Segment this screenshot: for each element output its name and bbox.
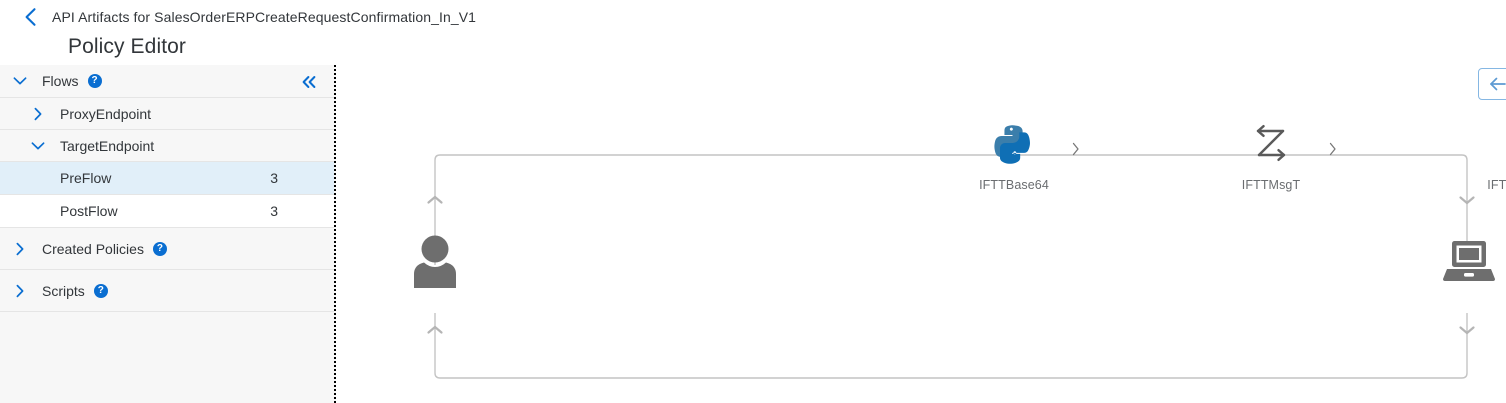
flow-node-label: IFTTCalloutT... bbox=[1487, 178, 1506, 192]
page-title-bar: Policy Editor bbox=[0, 33, 1506, 65]
flows-sidebar: Flows ? ProxyEndpoint bbox=[0, 65, 336, 403]
sidebar-item-label: TargetEndpoint bbox=[60, 137, 155, 154]
sidebar-item-preflow[interactable]: PreFlow 3 bbox=[0, 162, 334, 195]
person-icon bbox=[410, 235, 460, 294]
flow-node-iftt-callout[interactable]: IFTTCalloutT... bbox=[1469, 123, 1506, 192]
sidebar-item-scripts[interactable]: Scripts ? bbox=[0, 270, 334, 312]
chevron-down-icon[interactable] bbox=[12, 73, 28, 89]
help-icon[interactable]: ? bbox=[87, 74, 102, 88]
flow-direction-up-bottom bbox=[426, 323, 444, 341]
sidebar-item-created-policies[interactable]: Created Policies ? bbox=[0, 228, 334, 270]
sidebar-item-postflow[interactable]: PostFlow 3 bbox=[0, 195, 334, 228]
chevron-right-icon[interactable] bbox=[12, 241, 28, 257]
chevron-down-icon[interactable] bbox=[30, 138, 46, 154]
chevron-left-icon bbox=[24, 7, 37, 27]
sidebar-item-proxyendpoint[interactable]: ProxyEndpoint bbox=[0, 98, 334, 130]
sidebar-item-label: PostFlow bbox=[60, 203, 118, 219]
back-navigation-button[interactable] bbox=[12, 1, 48, 33]
flow-node-ifttbase64[interactable]: IFTTBase64 bbox=[954, 123, 1079, 192]
laptop-icon bbox=[1442, 241, 1496, 290]
flow-node-label: IFTTBase64 bbox=[979, 178, 1049, 192]
flow-direction-down-top bbox=[1458, 193, 1476, 211]
sidebar-item-count: 3 bbox=[270, 170, 278, 186]
flow-step-arrow-icon bbox=[1327, 141, 1339, 157]
breadcrumb-bar: API Artifacts for SalesOrderERPCreateReq… bbox=[0, 0, 1506, 34]
page-title: Policy Editor bbox=[68, 35, 187, 58]
flow-node-ifttmsgt[interactable]: IFTTMsgT bbox=[1211, 123, 1336, 192]
flow-canvas: IFTTBase64 bbox=[338, 65, 1506, 403]
sidebar-item-flows[interactable]: Flows ? bbox=[0, 65, 334, 98]
sidebar-item-label: Scripts bbox=[42, 282, 85, 299]
canvas-back-button[interactable] bbox=[1478, 68, 1506, 100]
sidebar-item-count: 3 bbox=[270, 203, 278, 219]
sidebar-collapse-button[interactable] bbox=[298, 72, 320, 92]
node-icon-wrapper bbox=[1469, 123, 1506, 169]
help-icon[interactable]: ? bbox=[152, 241, 167, 256]
chevron-right-icon[interactable] bbox=[30, 106, 46, 122]
node-icon-wrapper bbox=[954, 123, 1074, 169]
node-icon-wrapper bbox=[1211, 123, 1331, 169]
message-transform-icon bbox=[1249, 123, 1293, 170]
arrow-left-icon bbox=[1488, 76, 1506, 92]
flow-direction-up-top bbox=[426, 193, 444, 211]
end-endpoint-laptop[interactable] bbox=[1442, 238, 1496, 291]
flow-direction-down-bottom bbox=[1458, 323, 1476, 341]
help-icon[interactable]: ? bbox=[93, 283, 108, 298]
sidebar-item-label: PreFlow bbox=[60, 170, 112, 186]
double-chevron-left-icon bbox=[300, 75, 318, 89]
sidebar-empty-space bbox=[0, 312, 334, 403]
sidebar-item-label: Flows bbox=[42, 73, 79, 89]
sidebar-item-label: ProxyEndpoint bbox=[60, 105, 152, 122]
chevron-right-icon[interactable] bbox=[12, 283, 28, 299]
python-icon bbox=[992, 122, 1036, 171]
breadcrumb-title: API Artifacts for SalesOrderERPCreateReq… bbox=[52, 8, 477, 25]
start-endpoint-person[interactable] bbox=[410, 232, 460, 295]
flow-node-label: IFTTMsgT bbox=[1241, 178, 1301, 192]
flow-step-arrow-icon bbox=[1070, 141, 1082, 157]
sidebar-item-label: Created Policies bbox=[42, 240, 144, 257]
sidebar-item-targetendpoint[interactable]: TargetEndpoint bbox=[0, 130, 334, 162]
flow-connector-lines bbox=[434, 154, 1468, 379]
